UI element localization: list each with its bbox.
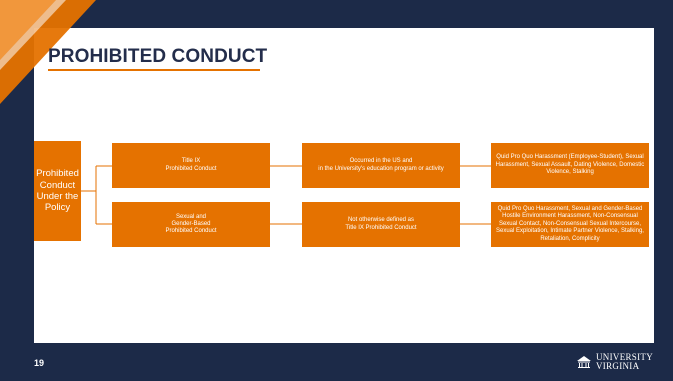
rotunda-icon <box>577 356 591 368</box>
logo-line-2: VIRGINIA <box>596 361 640 371</box>
sex-gender-conduct-node: Quid Pro Quo Harassment, Sexual and Gend… <box>491 202 649 247</box>
logo-line-1: UNIVERSITY <box>596 352 653 362</box>
title-ix-category-node: Title IX Prohibited Conduct <box>112 143 270 188</box>
page-number: 19 <box>34 358 45 368</box>
corner-accent-stripe <box>0 0 110 120</box>
university-wordmark: UNIVERSITY VIRGINIA <box>596 353 653 371</box>
university-logo: UNIVERSITY VIRGINIA <box>576 350 653 374</box>
sex-gender-category-node: Sexual and Gender-Based Prohibited Condu… <box>112 202 270 247</box>
title-underline <box>48 69 260 71</box>
page-title: PROHIBITED CONDUCT <box>48 46 268 67</box>
sex-gender-condition-node: Not otherwise defined as Title IX Prohib… <box>302 202 460 247</box>
root-node: Prohibited Conduct Under the Policy <box>34 141 81 241</box>
title-ix-condition-node: Occurred in the US and in the University… <box>302 143 460 188</box>
title-ix-conduct-node: Quid Pro Quo Harassment (Employee-Studen… <box>491 143 649 188</box>
